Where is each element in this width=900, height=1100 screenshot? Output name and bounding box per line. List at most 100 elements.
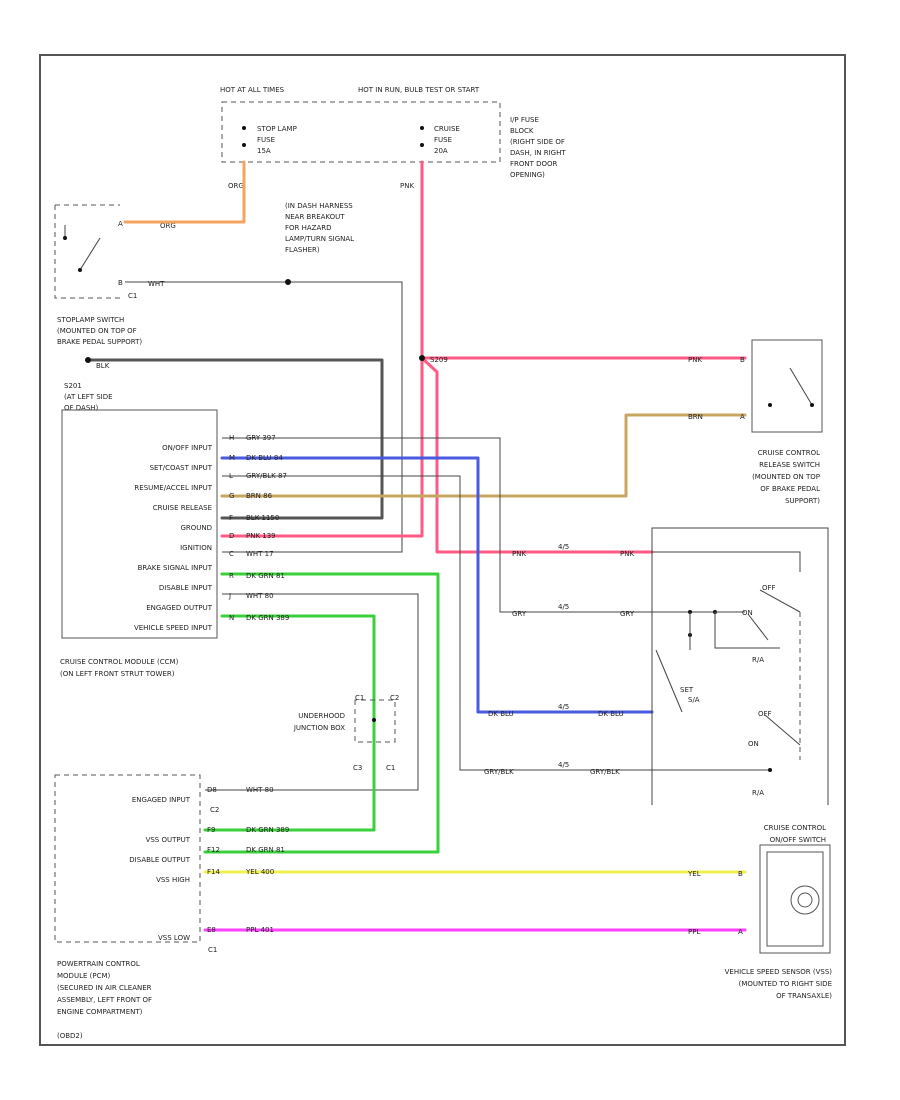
svg-text:DK GRN 389: DK GRN 389 — [246, 826, 289, 834]
ccm-box — [61, 409, 218, 639]
svg-text:OFF: OFF — [762, 584, 776, 592]
svg-text:RELEASE SWITCH: RELEASE SWITCH — [759, 461, 820, 469]
svg-text:OF BRAKE PEDAL: OF BRAKE PEDAL — [760, 485, 820, 493]
svg-text:OPENING): OPENING) — [510, 171, 545, 179]
svg-text:D8: D8 — [207, 786, 217, 794]
svg-text:PNK: PNK — [400, 182, 414, 190]
mode-switch-outline — [651, 527, 829, 805]
svg-text:ON: ON — [748, 740, 759, 748]
svg-text:YEL: YEL — [687, 870, 701, 878]
svg-text:GRY/BLK 87: GRY/BLK 87 — [246, 472, 287, 480]
svg-text:JUNCTION BOX: JUNCTION BOX — [293, 724, 345, 732]
hot-at-all-times-label: HOT AT ALL TIMES — [220, 86, 285, 94]
svg-text:BRN 86: BRN 86 — [246, 492, 273, 500]
svg-text:OF TRANSAXLE): OF TRANSAXLE) — [776, 992, 832, 1000]
svg-text:SET: SET — [680, 686, 694, 694]
svg-text:D: D — [229, 532, 234, 540]
svg-text:FOR HAZARD: FOR HAZARD — [285, 224, 332, 232]
svg-text:(OBD2): (OBD2) — [57, 1032, 83, 1040]
svg-text:A: A — [118, 220, 123, 228]
svg-text:FUSE: FUSE — [257, 136, 275, 144]
fuse-block-outline — [221, 101, 501, 163]
cruise-mode-switch: PNK 4/5 PNK GRY 4/5 GRY DK BLU 4/5 DK BL… — [484, 527, 829, 805]
wire-wht-17 — [125, 281, 403, 553]
harness-note: (IN DASH HARNESS NEAR BREAKOUT FOR HAZAR… — [285, 202, 354, 254]
svg-text:DK BLU 84: DK BLU 84 — [246, 454, 283, 462]
svg-text:PNK: PNK — [620, 550, 634, 558]
svg-text:S201: S201 — [64, 382, 82, 390]
svg-text:ORG: ORG — [160, 222, 176, 230]
svg-text:R/A: R/A — [752, 789, 764, 797]
wire-pnk-mode — [420, 356, 654, 554]
vehicle-speed-sensor: CRUISE CONTROL ON/OFF SWITCH YEL PPL B A… — [687, 824, 832, 1000]
svg-text:VSS OUTPUT: VSS OUTPUT — [146, 836, 191, 844]
wire-dk-grn-389 — [203, 614, 376, 832]
svg-text:OF DASH): OF DASH) — [64, 404, 99, 412]
svg-text:BLK: BLK — [96, 362, 110, 370]
svg-text:MODULE (PCM): MODULE (PCM) — [57, 972, 110, 980]
wire-org — [123, 160, 246, 224]
svg-text:15A: 15A — [257, 147, 271, 155]
vss-sensor-icon — [790, 885, 820, 915]
svg-text:B: B — [740, 356, 745, 364]
wire-brn — [220, 413, 747, 498]
svg-text:J: J — [228, 592, 231, 600]
svg-text:WHT 80: WHT 80 — [246, 592, 274, 600]
wire-blk-ground — [86, 358, 384, 520]
svg-text:FRONT DOOR: FRONT DOOR — [510, 160, 558, 168]
svg-text:C2: C2 — [390, 694, 399, 702]
svg-text:C3: C3 — [353, 764, 362, 772]
svg-text:A: A — [738, 928, 743, 936]
svg-text:GROUND: GROUND — [180, 524, 212, 532]
svg-text:PNK 139: PNK 139 — [246, 532, 276, 540]
svg-text:(SECURED IN AIR CLEANER: (SECURED IN AIR CLEANER — [57, 984, 152, 992]
svg-text:STOP LAMP: STOP LAMP — [257, 125, 297, 133]
svg-text:4/5: 4/5 — [558, 703, 569, 711]
svg-text:F: F — [229, 514, 233, 522]
svg-text:ASSEMBLY, LEFT FRONT OF: ASSEMBLY, LEFT FRONT OF — [57, 996, 152, 1004]
vss-label: VEHICLE SPEED SENSOR (VSS) — [725, 968, 833, 976]
svg-text:(MOUNTED TO RIGHT SIDE: (MOUNTED TO RIGHT SIDE — [739, 980, 832, 988]
svg-text:DK GRN 389: DK GRN 389 — [246, 614, 289, 622]
svg-text:GRY: GRY — [512, 610, 527, 618]
hot-in-run-label: HOT IN RUN, BULB TEST OR START — [358, 86, 480, 94]
junction-box-label: UNDERHOOD — [298, 712, 345, 720]
svg-text:BLK 1150: BLK 1150 — [246, 514, 279, 522]
svg-text:SUPPORT): SUPPORT) — [785, 497, 820, 505]
svg-text:FLASHER): FLASHER) — [285, 246, 320, 254]
svg-text:IGNITION: IGNITION — [180, 544, 212, 552]
svg-text:DISABLE INPUT: DISABLE INPUT — [159, 584, 213, 592]
svg-text:4/5: 4/5 — [558, 761, 569, 769]
svg-text:C1: C1 — [355, 694, 364, 702]
stoplamp-switch: A B ORG WHT C1 STOPLAMP SWITCH (MOUNTED … — [54, 204, 176, 346]
svg-text:4/5: 4/5 — [558, 543, 569, 551]
splice-node — [285, 279, 291, 285]
powertrain-control-module: ENGAGED INPUT VSS OUTPUT DISABLE OUTPUT … — [54, 774, 289, 1040]
svg-text:CRUISE: CRUISE — [434, 125, 460, 133]
wire-pnk-main — [420, 160, 747, 360]
svg-text:NEAR BREAKOUT: NEAR BREAKOUT — [285, 213, 345, 221]
wire-gry-397 — [222, 437, 745, 613]
svg-text:BRAKE PEDAL SUPPORT): BRAKE PEDAL SUPPORT) — [57, 338, 142, 346]
ccm-label: CRUISE CONTROL MODULE (CCM) — [60, 658, 179, 666]
svg-text:YEL 400: YEL 400 — [245, 868, 274, 876]
svg-text:R/A: R/A — [752, 656, 764, 664]
svg-text:4/5: 4/5 — [558, 603, 569, 611]
svg-text:20A: 20A — [434, 147, 448, 155]
release-switch-label: CRUISE CONTROL — [758, 449, 820, 457]
svg-text:FUSE: FUSE — [434, 136, 452, 144]
svg-text:VEHICLE SPEED INPUT: VEHICLE SPEED INPUT — [134, 624, 213, 632]
svg-text:(ON LEFT FRONT STRUT TOWER): (ON LEFT FRONT STRUT TOWER) — [60, 670, 175, 678]
svg-text:(AT LEFT SIDE: (AT LEFT SIDE — [64, 393, 113, 401]
svg-text:S/A: S/A — [688, 696, 700, 704]
release-switch-contact — [789, 367, 813, 406]
svg-text:DASH, IN RIGHT: DASH, IN RIGHT — [510, 149, 566, 157]
svg-text:SET/COAST INPUT: SET/COAST INPUT — [150, 464, 213, 472]
svg-text:DISABLE OUTPUT: DISABLE OUTPUT — [129, 856, 190, 864]
svg-text:F14: F14 — [207, 868, 220, 876]
svg-text:ENGAGED OUTPUT: ENGAGED OUTPUT — [146, 604, 212, 612]
svg-text:B: B — [738, 870, 743, 878]
svg-text:F9: F9 — [207, 826, 215, 834]
svg-text:GRY/BLK: GRY/BLK — [484, 768, 514, 776]
